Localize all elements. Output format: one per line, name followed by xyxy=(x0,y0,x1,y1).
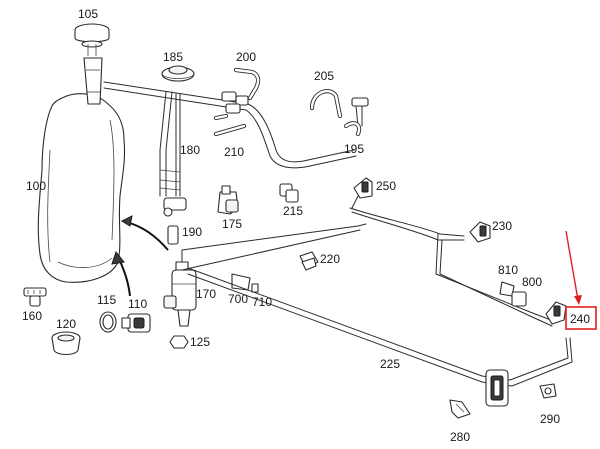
part-label-810: 810 xyxy=(498,263,518,277)
filler-cap xyxy=(74,23,110,56)
spray-nozzle-250 xyxy=(351,177,373,209)
part-label-100: 100 xyxy=(26,179,46,193)
hose-bracket xyxy=(485,369,509,407)
check-valve-175 xyxy=(217,185,239,215)
part-label-190: 190 xyxy=(182,225,202,239)
part-label-115: 115 xyxy=(97,293,116,307)
assembly-arrows xyxy=(111,215,169,297)
hose-connector-195 xyxy=(343,121,362,137)
hose-elbow-200 xyxy=(233,67,261,101)
highlight-callout: 240 xyxy=(565,230,597,330)
highlight-box xyxy=(565,306,597,330)
part-label-230: 230 xyxy=(492,219,512,233)
nozzle-clip-190 xyxy=(163,197,187,245)
part-label-110: 110 xyxy=(128,297,147,311)
nut-125 xyxy=(169,335,189,349)
part-label-220: 220 xyxy=(320,252,340,266)
lower-hose-225 xyxy=(181,223,573,387)
part-label-185: 185 xyxy=(163,50,183,64)
part-label-195: 195 xyxy=(344,142,364,156)
part-label-175: 175 xyxy=(222,217,242,231)
part-label-205: 205 xyxy=(314,69,334,83)
hose-connector-205 xyxy=(309,89,369,127)
part-label-800: 800 xyxy=(522,275,542,289)
washer-fluid-reservoir xyxy=(37,93,126,283)
filler-neck xyxy=(83,57,103,105)
connector-cluster xyxy=(221,91,249,114)
grommet xyxy=(161,65,195,82)
part-label-200: 200 xyxy=(236,50,256,64)
seal-ring-115 xyxy=(99,311,117,333)
part-label-225: 225 xyxy=(380,357,400,371)
part-label-160: 160 xyxy=(22,309,42,323)
part-label-125: 125 xyxy=(190,335,210,349)
hose-clip-220 xyxy=(299,251,319,271)
part-label-240: 240 xyxy=(570,312,590,326)
connector-215 xyxy=(279,183,299,203)
part-labels: 105 185 200 205 180 210 195 100 250 175 … xyxy=(22,7,560,444)
part-label-710: 710 xyxy=(252,295,272,309)
part-label-210: 210 xyxy=(224,145,244,159)
hose-clip-290 xyxy=(539,383,557,399)
washer-pump xyxy=(163,261,197,327)
highlight-arrow-line xyxy=(565,230,579,301)
drain-plug-160 xyxy=(23,287,47,307)
valve-800 xyxy=(511,291,527,307)
part-label-700: 700 xyxy=(228,292,248,306)
spray-nozzle-230 xyxy=(469,221,491,243)
level-sensor-110 xyxy=(121,313,151,333)
part-label-250: 250 xyxy=(376,179,396,193)
part-label-180: 180 xyxy=(180,143,200,157)
part-label-120: 120 xyxy=(56,317,76,331)
part-label-105: 105 xyxy=(78,7,98,21)
part-label-215: 215 xyxy=(283,204,303,218)
part-label-280: 280 xyxy=(450,430,470,444)
grommet-120 xyxy=(51,331,81,356)
part-label-170: 170 xyxy=(196,287,216,301)
highlight-arrow-head xyxy=(574,295,582,305)
hose-clip-280 xyxy=(449,399,471,419)
hose-elbow-210 xyxy=(213,113,247,137)
part-label-290: 290 xyxy=(540,412,560,426)
spray-nozzle-240 xyxy=(545,301,567,325)
upper-hose-rail xyxy=(349,207,557,327)
